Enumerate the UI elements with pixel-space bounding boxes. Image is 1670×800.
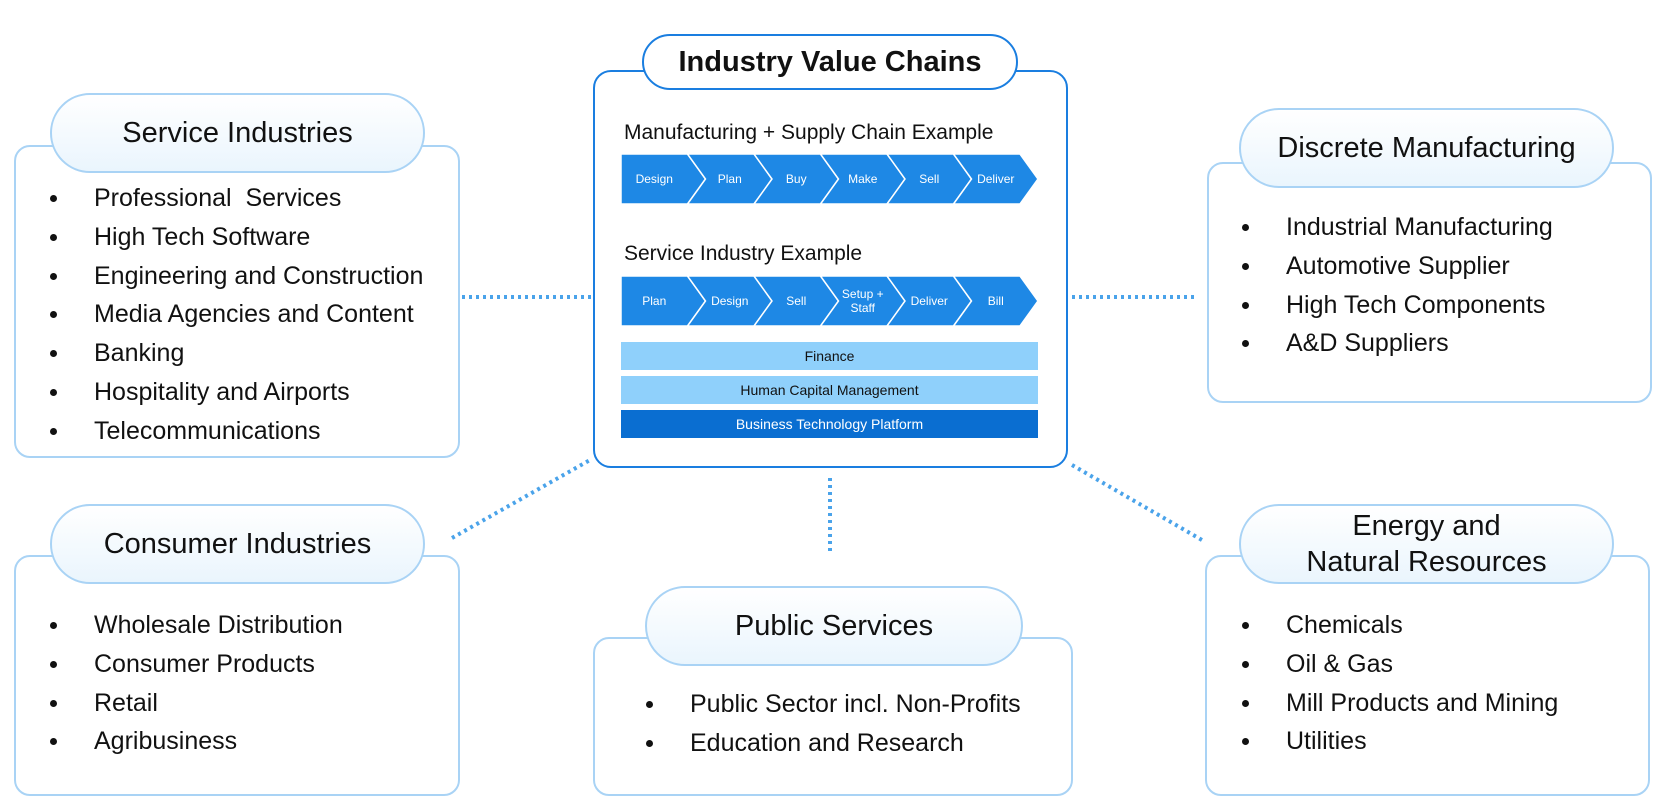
service-industries-title: Service Industries [50, 93, 425, 173]
manufacturing-step-label: Make [848, 172, 878, 186]
connector-consumer [451, 458, 591, 540]
service-step-label: Deliver [911, 294, 948, 308]
public-services-list: Public Sector incl. Non-Profits Educatio… [610, 685, 1021, 763]
list-item: Oil & Gas [1206, 645, 1558, 684]
service-chevron [952, 276, 1039, 327]
manufacturing-chevron [952, 154, 1039, 205]
service-example-title: Service Industry Example [624, 242, 863, 265]
energy-title-line1: Energy and [1352, 510, 1501, 542]
discrete-manufacturing-title: Discrete Manufacturing [1239, 108, 1614, 188]
list-item: Automotive Supplier [1206, 247, 1553, 286]
list-item: Hospitality and Airports [14, 373, 423, 412]
connector-energy [1071, 463, 1203, 542]
manufacturing-step-label: Design [636, 172, 673, 186]
discrete-manufacturing-card [1207, 162, 1652, 403]
list-item: Education and Research [610, 724, 1021, 763]
public-services-title: Public Services [645, 586, 1023, 666]
service-step-label: Sell [786, 294, 806, 308]
list-item: Telecommunications [14, 412, 423, 451]
hcm-band: Human Capital Management [621, 376, 1038, 404]
manufacturing-example-title: Manufacturing + Supply Chain Example [624, 121, 994, 144]
list-item: Retail [14, 684, 343, 723]
manufacturing-chain: Design Plan Buy Make Sell Deliver [621, 154, 1041, 206]
service-step-label: Design [711, 294, 748, 308]
list-item: High Tech Software [14, 218, 423, 257]
energy-list: Chemicals Oil & Gas Mill Products and Mi… [1206, 606, 1558, 761]
service-industries-list: Professional Services High Tech Software… [14, 179, 423, 451]
list-item: Public Sector incl. Non-Profits [610, 685, 1021, 724]
industry-value-chains-title: Industry Value Chains [642, 34, 1018, 90]
btp-band: Business Technology Platform [621, 410, 1038, 438]
list-item: Professional Services [14, 179, 423, 218]
list-item: Mill Products and Mining [1206, 684, 1558, 723]
list-item: Media Agencies and Content [14, 295, 423, 334]
list-item: Consumer Products [14, 645, 343, 684]
list-item: High Tech Components [1206, 286, 1553, 325]
list-item: Wholesale Distribution [14, 606, 343, 645]
service-chain: Plan Design Sell Setup +Staff Deliver Bill [621, 276, 1041, 328]
list-item: Chemicals [1206, 606, 1558, 645]
consumer-industries-title: Consumer Industries [50, 504, 425, 584]
list-item: Banking [14, 334, 423, 373]
energy-title: Energy and Natural Resources [1239, 504, 1614, 584]
list-item: Agribusiness [14, 722, 343, 761]
finance-band: Finance [621, 342, 1038, 370]
list-item: Industrial Manufacturing [1206, 208, 1553, 247]
manufacturing-step-label: Plan [718, 172, 742, 186]
service-chevrons: Plan Design Sell Setup +Staff Deliver Bill [621, 276, 1039, 327]
manufacturing-chevrons: Design Plan Buy Make Sell Deliver [621, 154, 1039, 205]
manufacturing-step-label: Deliver [977, 172, 1014, 186]
consumer-industries-card [14, 555, 460, 796]
discrete-manufacturing-list: Industrial Manufacturing Automotive Supp… [1206, 208, 1553, 363]
service-step-label: Setup +Staff [842, 287, 884, 315]
list-item: Engineering and Construction [14, 257, 423, 296]
energy-title-line2: Natural Resources [1306, 546, 1547, 578]
list-item: A&D Suppliers [1206, 324, 1553, 363]
list-item: Utilities [1206, 722, 1558, 761]
consumer-industries-list: Wholesale Distribution Consumer Products… [14, 606, 343, 761]
service-step-label: Plan [642, 294, 666, 308]
service-step-label: Bill [988, 294, 1004, 308]
manufacturing-step-label: Buy [786, 172, 807, 186]
manufacturing-step-label: Sell [919, 172, 939, 186]
